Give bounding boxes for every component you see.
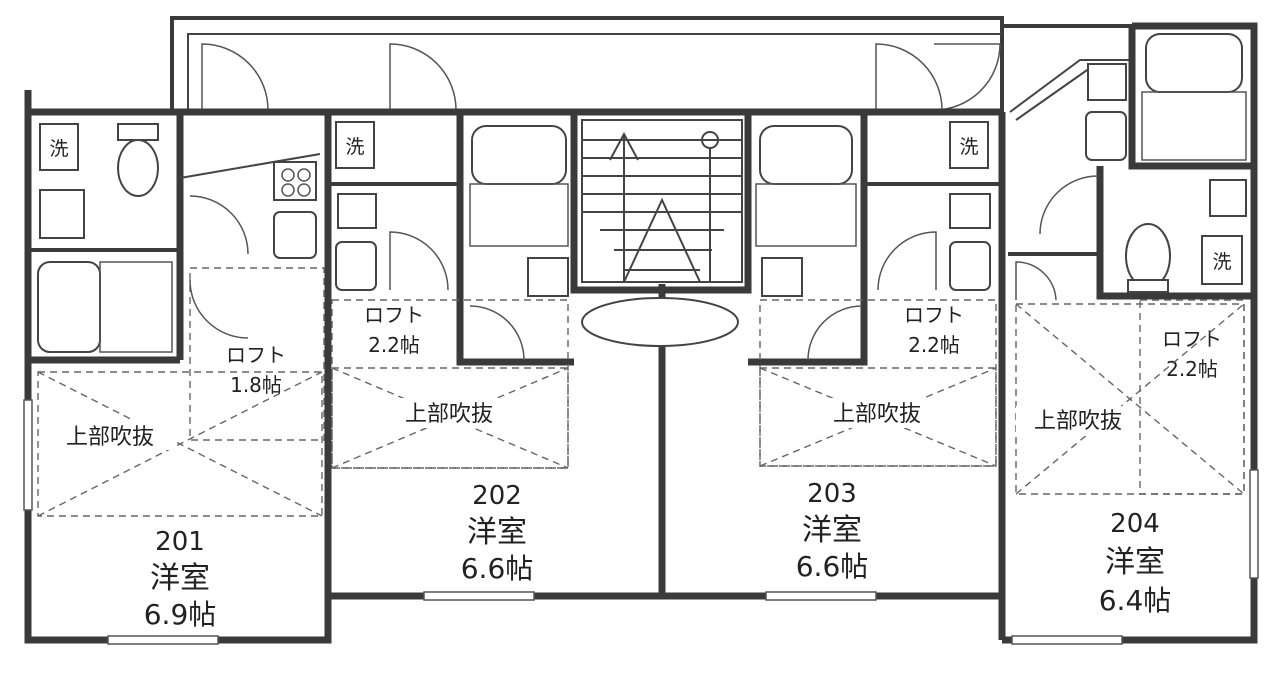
washer-label-202: 洗	[345, 136, 364, 158]
room-area-204: 6.4帖	[1099, 584, 1172, 617]
stove-202	[337, 193, 377, 229]
loft-area-202: 2.2帖	[368, 333, 420, 357]
entry-door-204	[933, 43, 1001, 111]
loft-area-203: 2.2帖	[908, 333, 960, 357]
open-ceiling-202: 上部吹抜	[331, 367, 569, 469]
stove-203	[949, 193, 991, 229]
room-type-203: 洋室	[802, 513, 862, 548]
washer-201	[39, 123, 79, 171]
open-ceiling-203: 上部吹抜	[759, 367, 997, 467]
loft-201	[189, 267, 325, 441]
sink-201	[39, 189, 85, 239]
entry-door-201	[201, 43, 269, 111]
toilet-201	[117, 139, 159, 197]
loft-label-201: ロフト	[226, 343, 286, 367]
bathtub-201	[37, 261, 101, 353]
stove-201	[273, 161, 317, 201]
kitchen-sink-204	[1085, 111, 1127, 161]
unit-201: 洗 ロフト 1.8帖 上部吹抜 201 洋室 6.9帖	[23, 90, 332, 645]
unit-202: 洗 ロフト 2.2帖 上部吹抜 202 洋室 6.6帖	[328, 108, 739, 601]
room-area-201: 6.9帖	[144, 598, 217, 631]
unit-204: 洗 ロフト 2.2帖 上部吹抜 204 洋室 6.4帖	[1002, 22, 1259, 645]
kitchen-sink-202	[335, 241, 377, 291]
bathtub-204	[1145, 33, 1243, 93]
loft-area-201: 1.8帖	[230, 373, 282, 397]
open-ceiling-label-203: 上部吹抜	[833, 402, 921, 427]
open-ceiling-label-201: 上部吹抜	[66, 425, 154, 450]
washer-202	[335, 121, 375, 169]
open-ceiling-201: 上部吹抜	[37, 371, 323, 517]
room-type-204: 洋室	[1105, 545, 1165, 580]
entry-door-203	[875, 43, 943, 111]
stair-treads	[582, 139, 742, 271]
room-type-202: 洋室	[467, 515, 527, 550]
sink-204	[1209, 179, 1247, 217]
common-corridor	[170, 16, 1134, 121]
open-ceiling-204: 上部吹抜	[1015, 303, 1245, 495]
washer-204	[1201, 235, 1243, 285]
washer-label-203: 洗	[959, 136, 978, 158]
entry-door-202	[389, 43, 457, 111]
open-ceiling-label-204: 上部吹抜	[1034, 409, 1122, 434]
basin-203	[761, 257, 803, 297]
loft-label-203: ロフト	[904, 303, 964, 327]
stairwell	[570, 108, 752, 294]
loft-label-202: ロフト	[364, 303, 424, 327]
loft-area-204: 2.2帖	[1166, 357, 1218, 381]
toilet-204	[1125, 223, 1171, 289]
open-ceiling-label-202: 上部吹抜	[405, 402, 493, 427]
kitchen-sink-203	[949, 241, 991, 291]
washer-label-201: 洗	[49, 138, 68, 160]
toilet-202	[581, 297, 739, 347]
bathtub-203	[759, 125, 853, 185]
basin-202	[527, 257, 569, 297]
kitchen-sink-201	[273, 211, 317, 259]
unit-203: 洗 ロフト 2.2帖 上部吹抜 203 洋室 6.6帖	[662, 108, 1006, 640]
room-type-201: 洋室	[150, 561, 210, 596]
washer-203	[949, 121, 989, 169]
stove-204	[1087, 63, 1127, 101]
stair-direction-arrow	[609, 131, 719, 283]
unit-number-201: 201	[155, 527, 205, 557]
unit-number-202: 202	[472, 481, 522, 511]
unit-number-203: 203	[807, 479, 857, 509]
room-area-202: 6.6帖	[461, 552, 534, 585]
loft-202	[331, 299, 569, 469]
unit-number-204: 204	[1110, 509, 1160, 539]
bathtub-202	[471, 125, 567, 185]
washer-label-204: 洗	[1212, 251, 1231, 273]
room-area-203: 6.6帖	[796, 550, 869, 583]
